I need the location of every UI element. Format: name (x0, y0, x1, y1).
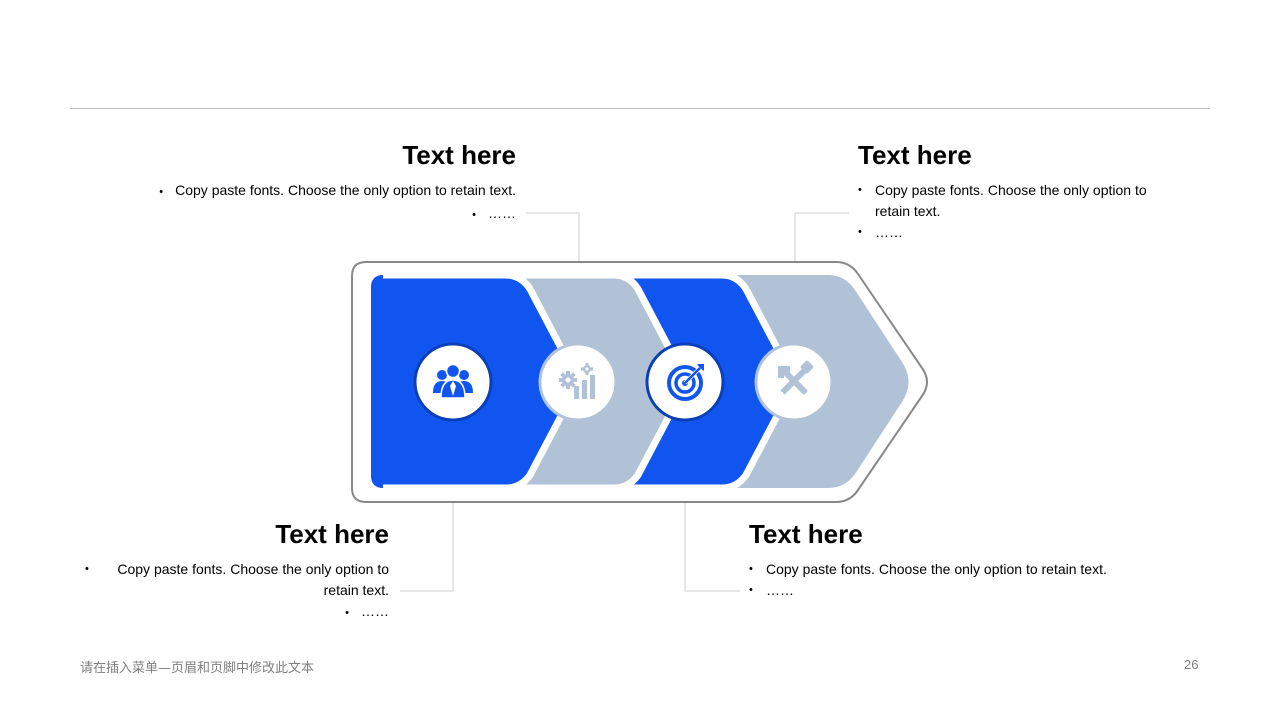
connector-lines (400, 212, 849, 592)
connector-bottom-left (400, 488, 454, 592)
team-icon (413, 342, 493, 422)
bullet-item: Copy paste fonts. Choose the only option… (858, 180, 1163, 222)
bullet-item: Copy paste fonts. Choose the only option… (85, 559, 389, 601)
tools-icon (754, 342, 834, 422)
bullet-item: …… (858, 222, 1163, 243)
connector-bottom-right (684, 488, 740, 592)
bullet-item: …… (749, 580, 1139, 601)
gear-bar-chart-icon (538, 342, 618, 422)
bullet-list: Copy paste fonts. Choose the only option… (749, 559, 1139, 601)
text-block-top-left: Text here Copy paste fonts. Choose the o… (140, 140, 516, 226)
text-block-bottom-right: Text here Copy paste fonts. Choose the o… (749, 519, 1139, 601)
text-block-bottom-left: Text here Copy paste fonts. Choose the o… (85, 519, 389, 624)
bullet-item: …… (140, 203, 516, 226)
block-title: Text here (275, 519, 389, 549)
top-divider-line (70, 108, 1210, 109)
target-icon (645, 342, 725, 422)
bullet-list: Copy paste fonts. Choose the only option… (858, 180, 1163, 243)
bullet-item: Copy paste fonts. Choose the only option… (749, 559, 1139, 580)
bullet-list: Copy paste fonts. Choose the only option… (140, 180, 516, 226)
connector-top-left (526, 212, 580, 275)
connector-top-right (794, 212, 849, 275)
bullet-item: Copy paste fonts. Choose the only option… (140, 180, 516, 203)
bullet-item: …… (85, 601, 389, 624)
footer-text: 请在插入菜单—页眉和页脚中修改此文本 (80, 661, 315, 676)
block-title: Text here (858, 140, 972, 170)
block-title: Text here (402, 140, 516, 170)
block-title: Text here (749, 519, 863, 549)
page-number: 26 (1184, 657, 1199, 672)
bullet-list: Copy paste fonts. Choose the only option… (85, 559, 389, 624)
text-block-top-right: Text here Copy paste fonts. Choose the o… (858, 140, 1163, 243)
